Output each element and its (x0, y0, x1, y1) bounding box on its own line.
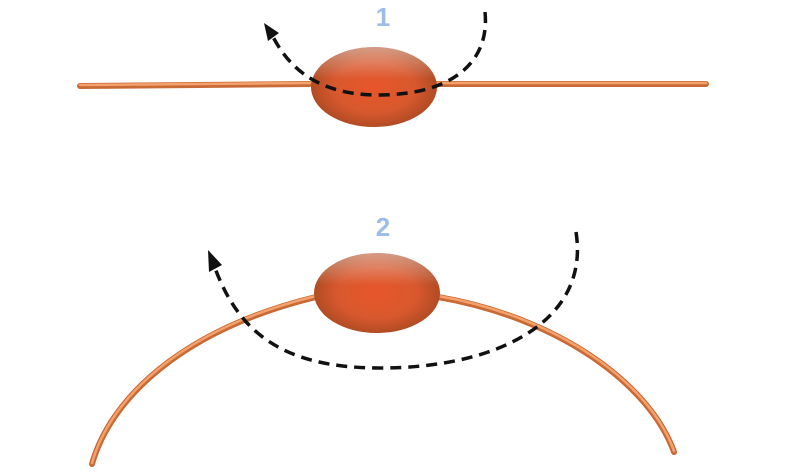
step-label-1: 1 (376, 2, 390, 32)
filament-straight-highlight (78, 81, 708, 87)
rotation-arrow-1 (270, 11, 488, 97)
arrowhead-2 (208, 250, 222, 272)
filament-curved-highlight (90, 294, 676, 465)
step-label-2: 2 (376, 212, 390, 242)
panel-1: 1 (77, 2, 709, 127)
panel-2: 2 (89, 212, 677, 467)
arrowhead-1 (264, 23, 279, 41)
bead-1 (311, 47, 437, 127)
rotation-arrow-2 (213, 231, 580, 370)
bead-2 (314, 253, 440, 333)
